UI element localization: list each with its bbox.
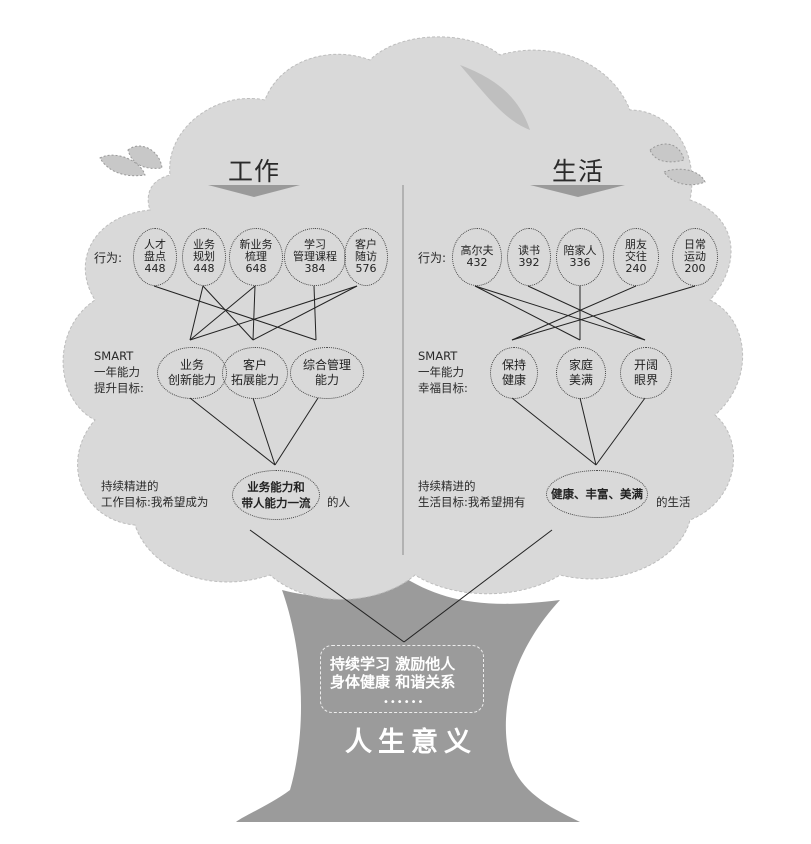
goal-to-trunk-connectors xyxy=(249,529,553,643)
trunk-dots: •••••• xyxy=(383,697,425,708)
life-meaning-title: 人生意义 xyxy=(345,727,477,758)
work-connectors-top xyxy=(153,285,358,341)
work-behavior-client: 客户 随访 576 xyxy=(344,228,388,286)
work-ability-innovation: 业务 创新能力 xyxy=(157,347,227,399)
leaf-right-2 xyxy=(663,168,706,186)
trunk-values: 持续学习 激励他人 身体健康 和谐关系 xyxy=(330,655,456,691)
leaf-right-1 xyxy=(649,143,685,163)
life-goal-prefix: 持续精进的 生活目标:我希望拥有 xyxy=(418,479,526,509)
work-behavior-learning: 学习 管理课程 384 xyxy=(284,228,346,286)
life-behavior-reading: 读书 392 xyxy=(507,228,551,286)
trunk-values-box xyxy=(320,645,484,713)
life-heading-arrow xyxy=(530,185,625,197)
canopy-fold xyxy=(460,65,530,130)
life-connectors-top xyxy=(474,285,696,341)
work-goal-suffix: 的人 xyxy=(327,495,350,509)
life-smart-label: SMART 一年能力 幸福目标: xyxy=(418,349,468,395)
work-smart-label: SMART 一年能力 提升目标: xyxy=(94,349,144,395)
life-behavior-family: 陪家人 336 xyxy=(556,228,604,286)
work-behavior-talent: 人才 盘点 448 xyxy=(133,228,177,286)
life-behavior-prefix: 行为: xyxy=(418,251,447,265)
life-behavior-exercise: 日常 运动 200 xyxy=(672,228,718,286)
work-goal: 业务能力和 带人能力一流 xyxy=(232,470,320,520)
work-behavior-planning: 业务 规划 448 xyxy=(182,228,226,286)
life-heading: 生活 xyxy=(552,157,605,186)
tree-trunk xyxy=(236,575,580,822)
life-behavior-golf: 高尔夫 432 xyxy=(452,228,502,286)
life-goal: 健康、丰富、美满 xyxy=(546,470,648,518)
leaf-left-1 xyxy=(127,145,163,169)
life-ability-horizon: 开阔 眼界 xyxy=(620,347,672,399)
life-behavior-friends: 朋友 交往 240 xyxy=(613,228,659,286)
work-heading: 工作 xyxy=(228,157,281,186)
life-connectors-mid xyxy=(511,397,646,466)
work-ability-client: 客户 拓展能力 xyxy=(222,347,288,399)
work-heading-arrow xyxy=(208,185,300,197)
work-ability-management: 综合管理 能力 xyxy=(290,347,364,399)
leaf-left-2 xyxy=(99,154,146,177)
work-connectors-mid xyxy=(189,397,319,466)
life-goal-suffix: 的生活 xyxy=(656,495,691,509)
life-ability-family: 家庭 美满 xyxy=(556,347,606,399)
work-goal-prefix: 持续精进的 工作目标:我希望成为 xyxy=(101,479,209,509)
work-behavior-new-business: 新业务 梳理 648 xyxy=(229,228,283,286)
life-ability-health: 保持 健康 xyxy=(490,347,538,399)
work-behavior-prefix: 行为: xyxy=(94,251,123,265)
